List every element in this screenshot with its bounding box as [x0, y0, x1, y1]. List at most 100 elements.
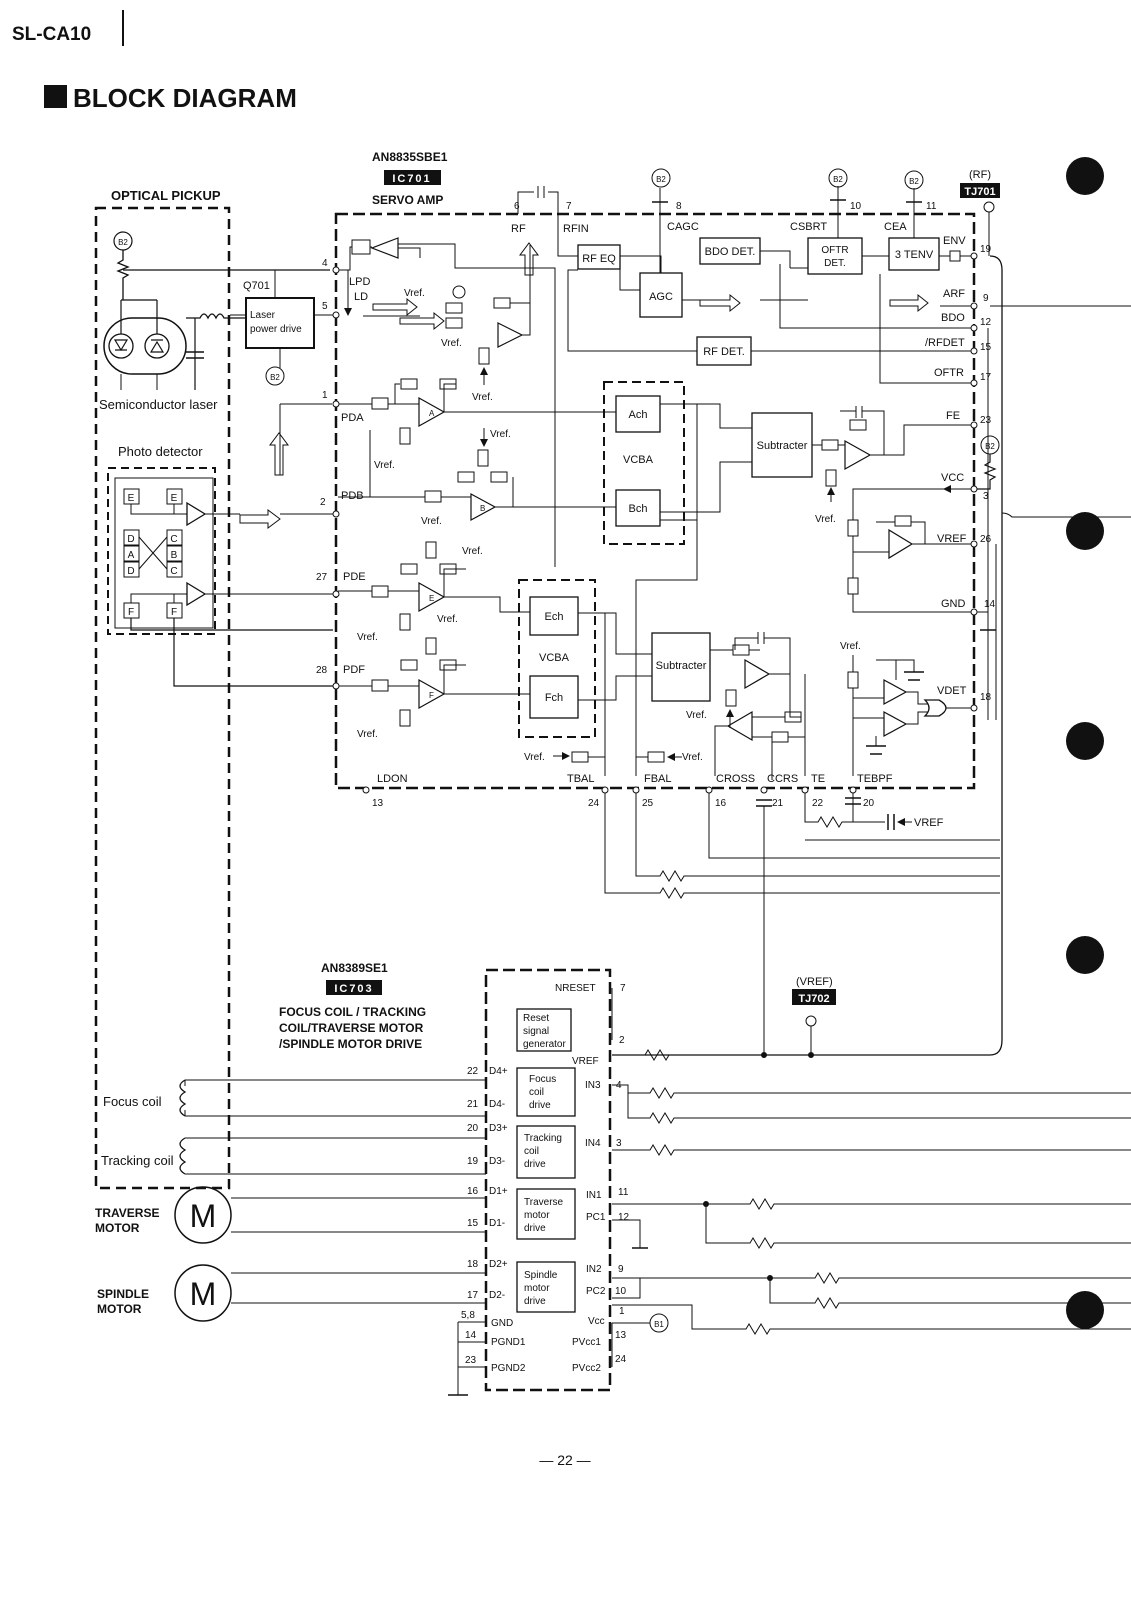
- vref-label-k: Vref.: [815, 514, 836, 525]
- vref-label-d: Vref.: [374, 460, 395, 471]
- ech-block: [529, 596, 579, 636]
- svg-text:13: 13: [615, 1330, 627, 1341]
- ic703-function-3: /SPINDLE MOTOR DRIVE: [279, 1037, 422, 1051]
- spindle-motor-drive-block: [516, 1261, 576, 1313]
- binder-hole: [1066, 157, 1104, 195]
- vref-label-l: Vref.: [686, 710, 707, 721]
- pin-csbrt-label: CSBRT: [790, 221, 827, 233]
- tj702-signal: (VREF): [796, 976, 833, 988]
- svg-text:F: F: [171, 607, 177, 618]
- oftr-det-label2: DET.: [824, 258, 846, 269]
- svg-text:A: A: [429, 409, 435, 418]
- reset-generator-block: [516, 1008, 572, 1052]
- vref-bottom-label: VREF: [914, 817, 944, 829]
- vref-label-f: Vref.: [421, 516, 442, 527]
- laser-power-drive-block: [245, 297, 315, 349]
- pin-lpd-label: LPD: [349, 276, 370, 288]
- ic701-part: AN8835SBE1: [372, 150, 448, 164]
- tracking-coil-icon: [179, 1137, 187, 1175]
- pin-cagc-label: CAGC: [667, 221, 699, 233]
- svg-text:7: 7: [620, 983, 626, 994]
- svg-text:13: 13: [372, 798, 384, 809]
- pin-d1p: D1+: [489, 1186, 508, 1197]
- pin-in1: IN1: [586, 1190, 602, 1201]
- svg-text:25: 25: [642, 798, 654, 809]
- svg-text:12: 12: [618, 1212, 630, 1223]
- tracking-coil-drive-block: [516, 1125, 576, 1179]
- binder-hole: [1066, 722, 1104, 760]
- pin-in2: IN2: [586, 1264, 602, 1275]
- pin-vref: VREF: [572, 1056, 599, 1067]
- tracking-line2: coil: [524, 1146, 539, 1157]
- page-title: BLOCK DIAGRAM: [73, 83, 297, 113]
- b2-label-2: B2: [270, 373, 280, 382]
- agc-label: AGC: [649, 291, 673, 303]
- laser-diode-icon: [108, 333, 134, 359]
- svg-text:18: 18: [980, 692, 992, 703]
- ach-block: [615, 395, 661, 433]
- photo-detector-boundary: [107, 467, 216, 635]
- svg-text:26: 26: [980, 534, 992, 545]
- svg-text:C: C: [170, 534, 177, 545]
- fch-label: Fch: [545, 692, 563, 704]
- bch-label: Bch: [629, 503, 648, 515]
- pin-vref-label: VREF: [937, 533, 967, 545]
- vcba-ab-label: VCBA: [623, 454, 654, 466]
- vref-label-g: Vref.: [462, 546, 483, 557]
- ic703-driver: AN8389SE1 IC703 FOCUS COIL / TRACKING CO…: [279, 961, 1131, 1396]
- pin-cea-label: CEA: [884, 221, 907, 233]
- focus-line2: coil: [529, 1087, 544, 1098]
- photo-detector-label: Photo detector: [118, 444, 203, 459]
- tj701-badge: [960, 183, 1000, 198]
- laser-inductor: [186, 313, 246, 320]
- svg-text:B: B: [480, 504, 485, 513]
- ic703-badge: [326, 980, 382, 995]
- pin-te-label: TE: [811, 773, 825, 785]
- fch-block: [529, 675, 579, 719]
- svg-text:20: 20: [863, 798, 875, 809]
- traverse-motor-drive-block: [516, 1188, 576, 1240]
- pin-pdb-label: PDB: [341, 490, 364, 502]
- ic703-part: AN8389SE1: [321, 961, 388, 975]
- b2-label-5: B2: [909, 177, 919, 186]
- tracking-line3: drive: [524, 1159, 546, 1170]
- svg-text:5: 5: [322, 301, 328, 312]
- spindle-line1: Spindle: [524, 1270, 558, 1281]
- pin-vdet-label: VDET: [937, 685, 967, 697]
- svg-text:19: 19: [467, 1156, 479, 1167]
- model-label: SL-CA10: [12, 24, 91, 45]
- svg-text:3: 3: [983, 491, 989, 502]
- pin-pda-label: PDA: [341, 412, 364, 424]
- vref-label-b: Vref.: [441, 338, 462, 349]
- laser-drive-line2: power drive: [250, 324, 302, 335]
- svg-text:23: 23: [465, 1355, 477, 1366]
- pin-d1m: D1-: [489, 1218, 505, 1229]
- svg-text:19: 19: [980, 244, 992, 255]
- pin-gnd: GND: [491, 1318, 513, 1329]
- semiconductor-laser-label: Semiconductor laser: [99, 397, 218, 412]
- pin-fbal-label: FBAL: [644, 773, 672, 785]
- pin-rfdet-label: /RFDET: [925, 337, 965, 349]
- vcba-ab-group: [603, 381, 685, 545]
- pin-vcc-label: VCC: [941, 472, 964, 484]
- spindle-motor-label1: SPINDLE: [97, 1287, 149, 1301]
- traverse-line1: Traverse: [524, 1197, 564, 1208]
- svg-text:4: 4: [322, 258, 328, 269]
- rf-det-label: RF DET.: [703, 346, 745, 358]
- svg-text:16: 16: [467, 1186, 479, 1197]
- svg-text:10: 10: [850, 201, 862, 212]
- pin-nreset: NRESET: [555, 983, 596, 994]
- vref-label-i: Vref.: [437, 614, 458, 625]
- spindle-motor-label2: MOTOR: [97, 1302, 142, 1316]
- svg-text:B: B: [171, 550, 178, 561]
- svg-text:24: 24: [615, 1354, 627, 1365]
- svg-text:21: 21: [467, 1099, 479, 1110]
- pin-gnd-label: GND: [941, 598, 966, 610]
- svg-text:9: 9: [983, 293, 989, 304]
- svg-text:D: D: [127, 566, 134, 577]
- tenv-label: 3 TENV: [895, 249, 934, 261]
- svg-text:23: 23: [980, 415, 992, 426]
- traverse-motor-label2: MOTOR: [95, 1221, 140, 1235]
- pin-d3m: D3-: [489, 1156, 505, 1167]
